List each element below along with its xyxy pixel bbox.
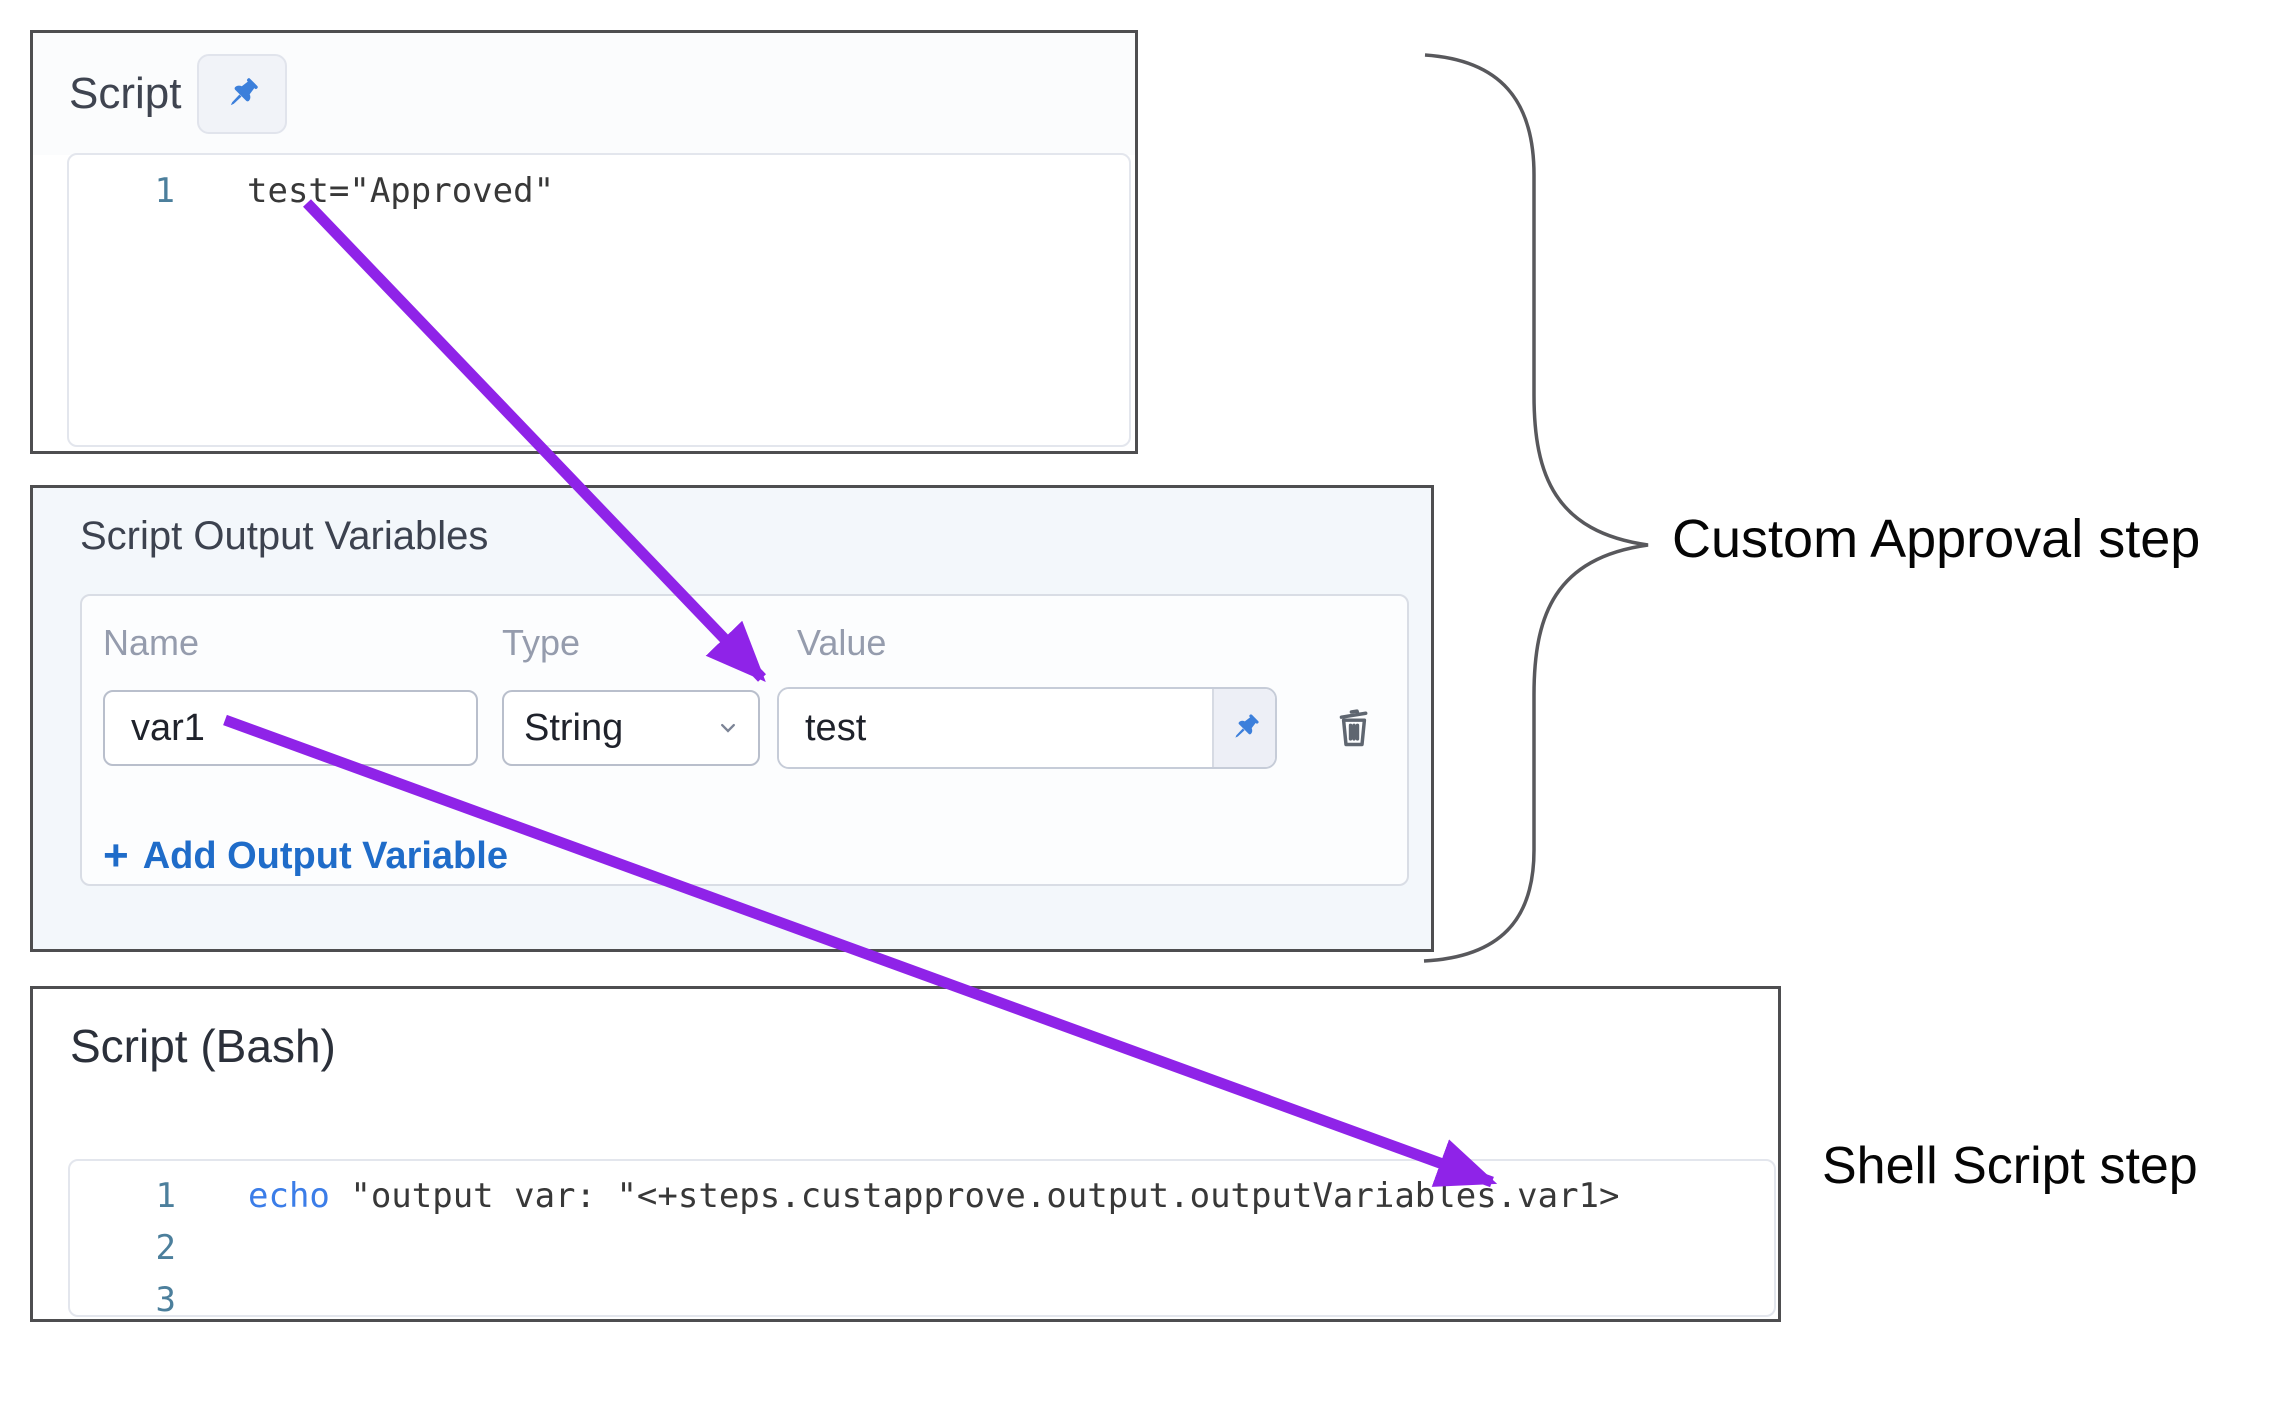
pushpin-icon	[1226, 709, 1264, 747]
line-number: 2	[155, 1228, 176, 1268]
pin-button[interactable]	[197, 54, 288, 134]
code-line: 3	[70, 1274, 1774, 1317]
variable-value-group	[777, 687, 1277, 769]
variable-type-value: String	[524, 706, 624, 749]
shell-script-step-label: Shell Script step	[1822, 1137, 2198, 1195]
code-line: 1 test="Approved"	[69, 165, 1129, 217]
variable-type-select[interactable]: String	[502, 690, 760, 766]
output-variables-card: Name Type Value String	[80, 594, 1409, 886]
script-output-variables-panel: Script Output Variables Name Type Value …	[30, 485, 1434, 952]
custom-approval-step-label: Custom Approval step	[1672, 509, 2201, 569]
add-output-variable-label: Add Output Variable	[142, 834, 508, 877]
shell-script-panel: Script (Bash) 1 echo "output var: "<+ste…	[30, 986, 1781, 1322]
custom-approval-script-panel: Script 1 test="Approved"	[30, 30, 1138, 454]
code-line: 2	[70, 1222, 1774, 1274]
plus-icon: +	[103, 831, 129, 880]
delete-variable-button[interactable]	[1327, 701, 1381, 755]
value-pin-button[interactable]	[1212, 689, 1275, 767]
curly-brace	[1423, 53, 1649, 963]
code-keyword: echo	[248, 1176, 330, 1216]
script-output-variables-title: Script Output Variables	[80, 514, 489, 558]
code-text: "output var: "<+steps.custapprove.output…	[329, 1176, 1620, 1216]
variable-row: String	[103, 687, 1407, 769]
line-number: 1	[154, 171, 175, 211]
value-column-label: Value	[797, 622, 887, 663]
pushpin-icon	[220, 72, 264, 116]
line-number: 1	[155, 1176, 176, 1216]
approval-script-code-editor[interactable]: 1 test="Approved"	[67, 153, 1131, 447]
variable-name-input[interactable]	[103, 690, 478, 766]
chevron-down-icon	[714, 714, 742, 742]
trash-icon	[1328, 702, 1380, 754]
column-labels: Name Type Value	[103, 625, 1407, 661]
type-column-label: Type	[502, 622, 581, 663]
line-number: 3	[155, 1280, 176, 1317]
code-text: test="Approved"	[247, 171, 555, 211]
name-column-label: Name	[103, 622, 200, 663]
code-line: 1 echo "output var: "<+steps.custapprove…	[70, 1170, 1774, 1222]
script-section-title: Script	[69, 69, 182, 118]
bash-code-editor[interactable]: 1 echo "output var: "<+steps.custapprove…	[68, 1159, 1776, 1317]
add-output-variable-button[interactable]: + Add Output Variable	[103, 831, 508, 881]
script-panel-header: Script	[33, 33, 1135, 155]
variable-value-input[interactable]	[779, 689, 1212, 767]
script-bash-title: Script (Bash)	[70, 1020, 336, 1072]
